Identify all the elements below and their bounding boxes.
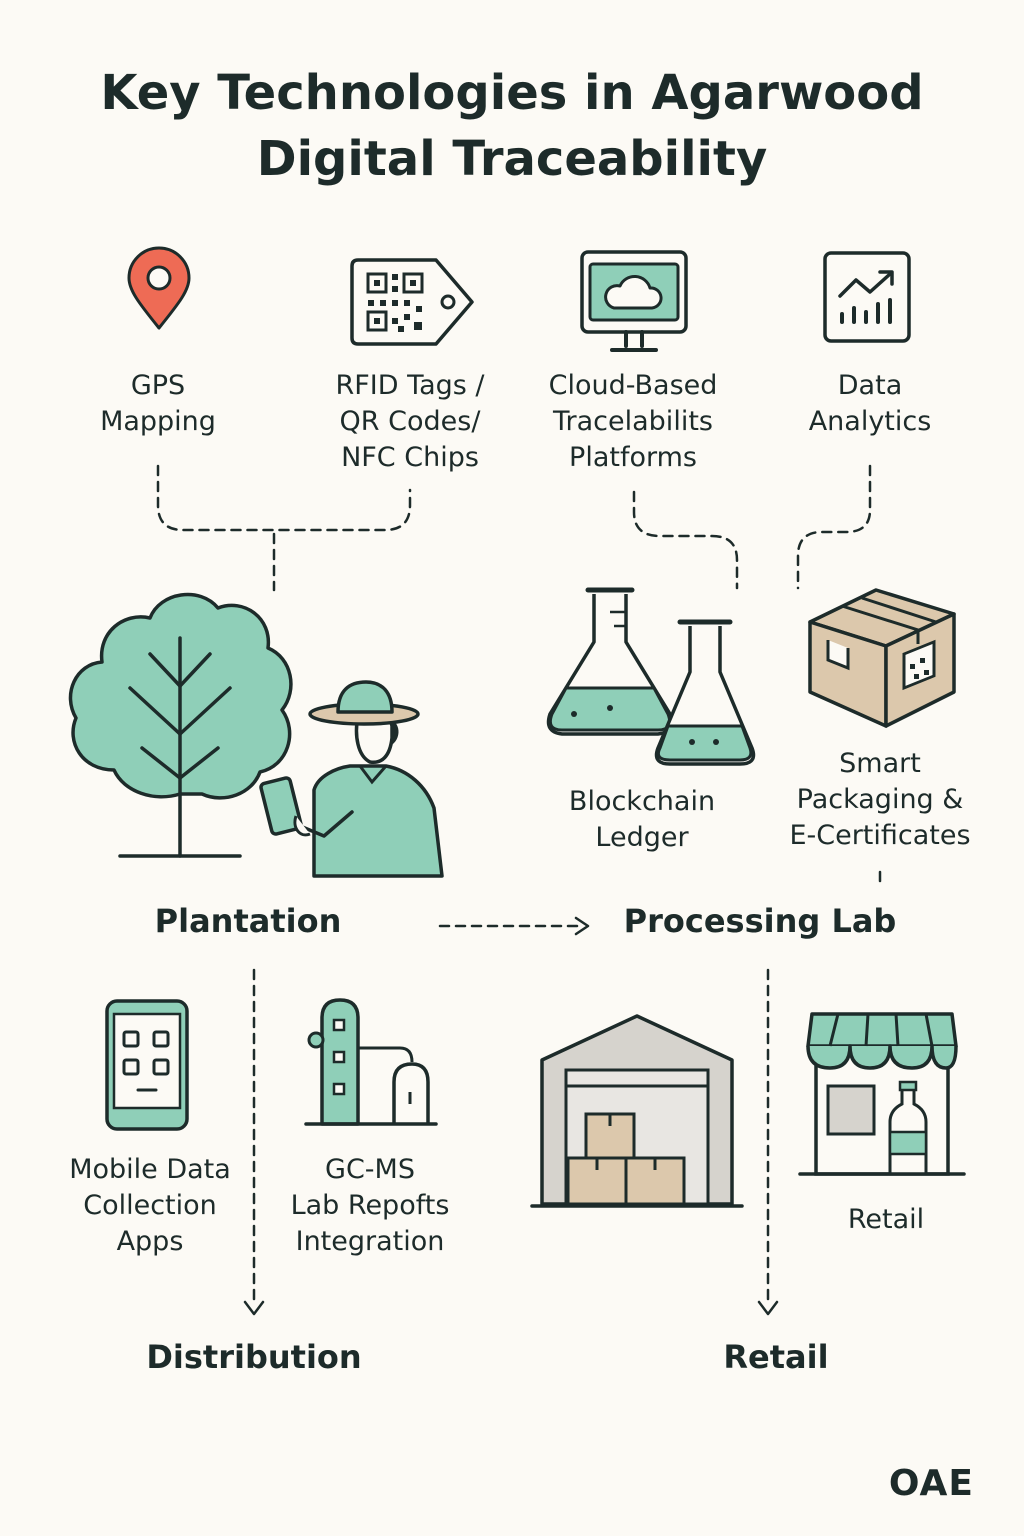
- retail-store-icon: [798, 1012, 966, 1176]
- label-gps-mapping: GPS Mapping: [100, 370, 216, 437]
- title-line-2: Digital Traceability: [256, 131, 768, 187]
- agarwood-tree-icon: [68, 592, 293, 858]
- connector-analytics-packaging: [796, 464, 872, 590]
- smart-packaging-box-icon: [808, 588, 956, 728]
- blockchain-flasks-icon: [546, 587, 756, 766]
- brand-logo: OAE: [888, 1463, 974, 1504]
- arrowhead-retail: [757, 1300, 779, 1316]
- stage-distribution: Distribution: [146, 1338, 362, 1376]
- label-smart-packaging: Smart Packaging & E-Certificates: [789, 748, 971, 851]
- label-cloud-platforms: Cloud-Based Tracelabilits Platforms: [548, 370, 718, 473]
- label-data-analytics: Data Analytics: [808, 370, 932, 437]
- label-rfid-qr-nfc: RFID Tags / QR Codes/ NFC Chips: [335, 370, 485, 473]
- arrowhead-distribution: [243, 1300, 265, 1316]
- gc-ms-instrument-icon: [304, 998, 438, 1126]
- label-mobile-data-apps: Mobile Data Collection Apps: [69, 1154, 231, 1257]
- stage-retail: Retail: [723, 1338, 829, 1376]
- page-title: Key Technologies in Agarwood Digital Tra…: [0, 60, 1024, 192]
- analytics-chart-icon: [823, 251, 911, 343]
- warehouse-icon: [530, 1014, 744, 1208]
- title-line-1: Key Technologies in Agarwood: [100, 65, 924, 121]
- label-blockchain-ledger: Blockchain Ledger: [568, 786, 716, 853]
- stage-processing-lab: Processing Lab: [623, 902, 897, 940]
- cloud-monitor-icon: [580, 250, 688, 352]
- stage-plantation: Plantation: [154, 902, 342, 940]
- farmer-icon: [259, 680, 444, 878]
- arrowhead-processing: [574, 916, 590, 936]
- label-retail-store: Retail: [847, 1204, 925, 1235]
- connector-cloud-blockchain: [632, 490, 739, 590]
- label-gc-ms-lab: GC-MS Lab Repofts Integration: [290, 1154, 450, 1257]
- connector-gps-rfid: [156, 464, 412, 532]
- map-pin-icon: [127, 246, 191, 330]
- qr-tag-icon: [350, 258, 474, 346]
- mobile-phone-icon: [105, 999, 189, 1131]
